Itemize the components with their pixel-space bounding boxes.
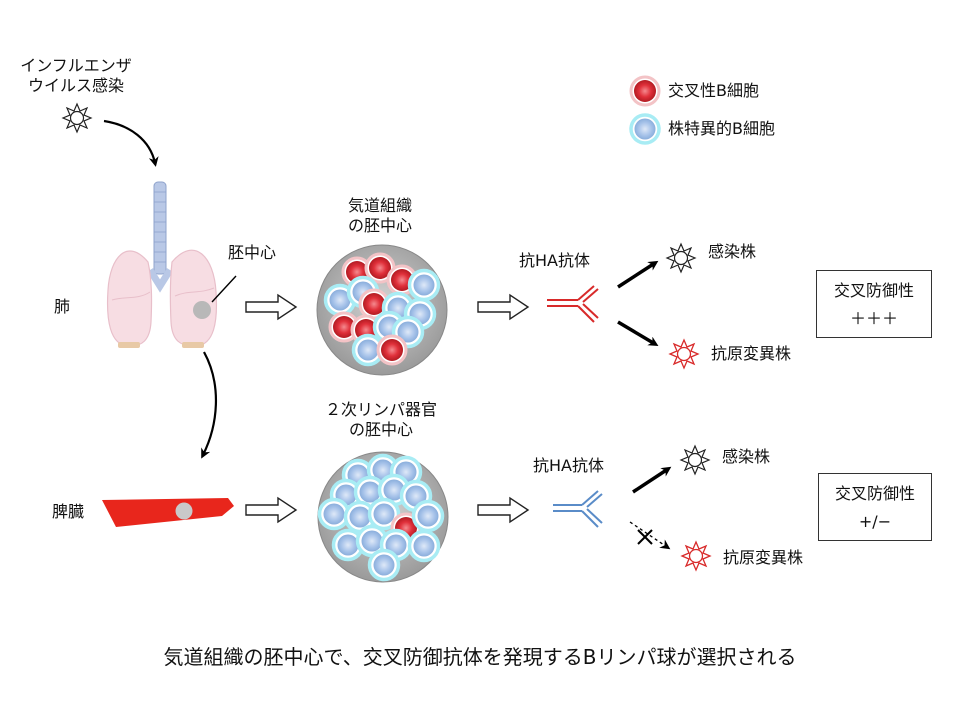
- cross-mark-icon: [637, 529, 653, 545]
- binding-arrow-bottom-variant: [629, 521, 671, 550]
- binding-arrow-bottom-infected: [632, 466, 672, 494]
- airway-gc-label-line1: 気道組織: [347, 196, 412, 215]
- airway-gc-label-line2: の胚中心: [347, 216, 412, 235]
- antibody-red-icon: [547, 285, 599, 323]
- infection-label-line1: インフルエンザ: [20, 56, 132, 75]
- infection-label-line2: ウイルス感染: [27, 76, 124, 95]
- variant-strain-top-label: 抗原変異株: [711, 344, 792, 363]
- strain-specific-b-cell: [407, 529, 441, 563]
- infected-strain-top-label: 感染株: [708, 242, 757, 261]
- antibody-top-label: 抗HA抗体: [519, 251, 590, 270]
- lung-to-spleen-arrow: [201, 351, 218, 459]
- lung-label: 肺: [54, 297, 71, 316]
- virus-variant-icon: [669, 339, 699, 369]
- protection-level-bottom: +/−: [858, 512, 892, 531]
- strain-specific-b-cell: [367, 497, 401, 531]
- hollow-right-arrow-icon: [245, 497, 297, 523]
- hollow-right-arrow-icon: [477, 497, 529, 523]
- variant-strain-bottom-label: 抗原変異株: [723, 548, 804, 567]
- binding-arrow-top-variant: [617, 320, 659, 347]
- infection-arrow: [103, 119, 159, 167]
- airway-germinal-center: [316, 244, 448, 376]
- hollow-right-arrow-icon: [245, 294, 297, 320]
- germinal-center-label: 胚中心: [228, 243, 277, 262]
- legend-cross-reactive-label: 交叉性B細胞: [668, 81, 759, 100]
- cross-reactive-b-cell: [376, 334, 408, 366]
- lung-illustration: [106, 181, 237, 348]
- strain-specific-b-cell: [411, 499, 445, 533]
- antibody-bottom-label: 抗HA抗体: [533, 456, 604, 475]
- protection-title-top: 交叉防御性: [833, 281, 914, 300]
- antibody-blue-icon: [553, 490, 603, 528]
- binding-arrow-top-infected: [617, 260, 659, 289]
- legend-strain-specific-cell-icon: [629, 113, 661, 145]
- protection-box-top: 交叉防御性 ＋＋＋: [816, 270, 932, 338]
- protection-box-bottom: 交叉防御性 +/−: [818, 473, 932, 541]
- lymph-gc-label-line1: ２次リンパ器官: [324, 400, 437, 419]
- caption: 気道組織の胚中心で、交叉防御抗体を発現するBリンパ球が選択される: [163, 645, 797, 669]
- spleen-label: 脾臓: [52, 502, 85, 521]
- legend-strain-specific-label: 株特異的B細胞: [668, 119, 775, 138]
- protection-level-top: ＋＋＋: [849, 309, 898, 328]
- protection-title-bottom: 交叉防御性: [834, 484, 915, 503]
- strain-specific-b-cell: [367, 548, 401, 582]
- hollow-right-arrow-icon: [477, 294, 529, 320]
- virus-icon: [680, 445, 710, 475]
- virus-icon: [666, 243, 696, 273]
- virus-icon: [62, 103, 92, 133]
- legend-cross-reactive-cell-icon: [629, 75, 661, 107]
- strain-specific-b-cell: [407, 268, 441, 302]
- strain-specific-b-cell: [331, 528, 365, 562]
- lymph-gc-label-line2: の胚中心: [348, 420, 413, 439]
- spleen-illustration: [102, 498, 234, 527]
- cross-reactive-b-cell: [328, 311, 360, 343]
- strain-specific-b-cell: [391, 315, 425, 349]
- infected-strain-bottom-label: 感染株: [722, 447, 771, 466]
- strain-specific-b-cell: [317, 497, 351, 531]
- lymph-germinal-center: [317, 451, 449, 583]
- virus-variant-icon: [681, 541, 711, 571]
